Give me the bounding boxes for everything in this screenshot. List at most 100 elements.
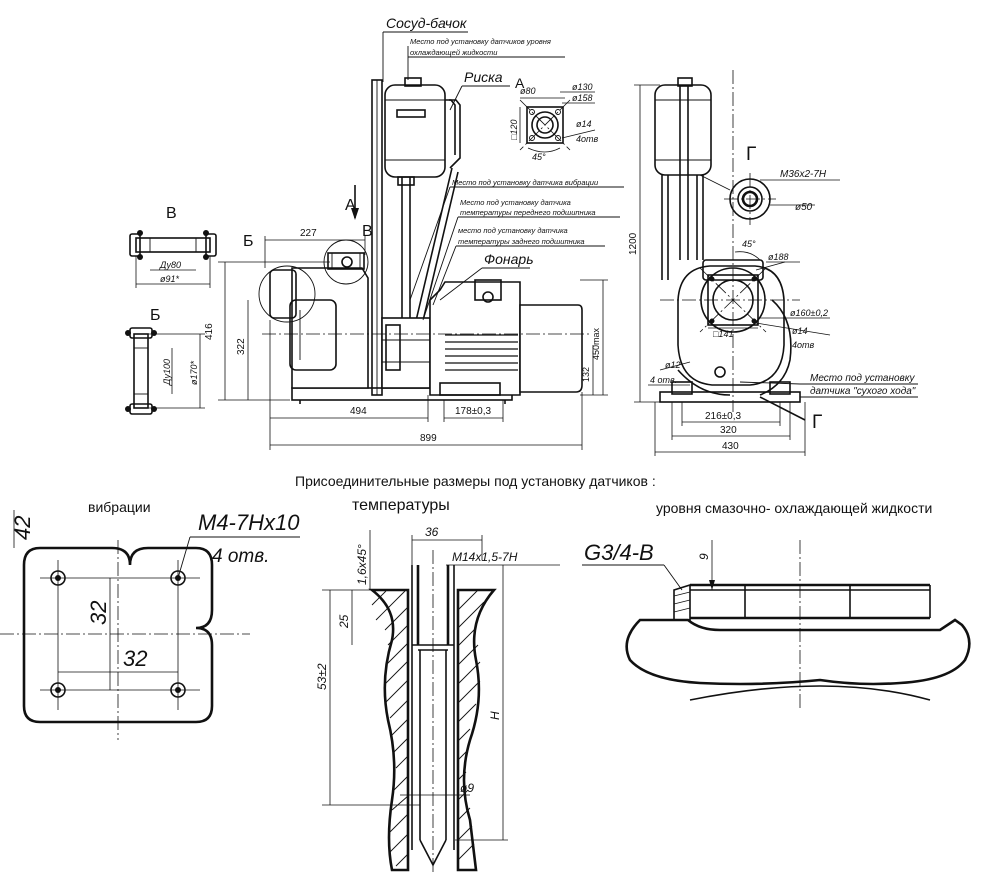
dim-4otv-front: 4 отв. (650, 375, 677, 385)
section-heading: Присоединительные размеры под установку … (295, 473, 656, 489)
arrow-a-label: А (345, 197, 356, 214)
label-lantern: Фонарь (484, 251, 534, 267)
dim-227: 227 (300, 228, 317, 239)
dim-vib-32-horizontal: 32 (123, 646, 147, 671)
dim-l-thread: G3/4-В (584, 540, 654, 565)
sub-level: уровня смазочно- охлаждающей жидкости (656, 500, 932, 516)
dim-l-9: 9 (697, 553, 711, 560)
v-flange-body (135, 237, 211, 253)
front-view-dimensions: 1200 216±0,3 320 430 ø12 4 отв. 45° ø188… (628, 84, 918, 456)
label-vibration-sensor: Место под установку датчика вибрации (452, 178, 599, 187)
label-rear-bearing-1: место под установку датчика (458, 226, 568, 235)
fan-cover (519, 304, 583, 393)
motor-body (429, 281, 521, 396)
dim-320: 320 (720, 425, 737, 436)
dim-t-H: Н (488, 711, 502, 720)
dim-t-53: 53±2 (315, 663, 329, 690)
dim-1200: 1200 (628, 232, 639, 255)
dim-b-du100: Ду100 (162, 359, 172, 386)
dim-vib-32-vertical: 32 (86, 601, 111, 625)
label-v-callout: В (362, 223, 373, 240)
dim-430: 430 (722, 441, 739, 452)
dim-v-du80: Ду80 (159, 260, 181, 270)
dim-a-45: 45° (532, 152, 546, 162)
callout-b-circle (258, 265, 316, 323)
label-view-b: Б (150, 307, 161, 324)
pump-side-view (262, 77, 592, 404)
vibration-pad (22, 546, 214, 724)
dim-494: 494 (350, 406, 367, 417)
dim-d12: ø12 (665, 360, 681, 370)
temperature-detail: температуры (315, 497, 560, 875)
label-tank-note-1: Место под установку датчиков уровня (410, 37, 551, 46)
dim-v-d91: ø91* (160, 274, 180, 284)
dim-132: 132 (581, 367, 591, 382)
dim-vib-thread: М4-7Нх10 (198, 510, 300, 535)
flange-square (526, 106, 564, 144)
terminal-box (474, 279, 502, 301)
vibration-detail: вибрации 32 32 42 М4-7Нх10 4 отв. (0, 499, 300, 740)
label-dry-run-2: датчика "сухого хода" (810, 386, 916, 397)
label-front-bearing-1: Место под установку датчика (460, 198, 571, 207)
pump-front-view (654, 70, 801, 412)
dim-r-4otv: 4отв (792, 340, 815, 350)
temp-body-left (368, 588, 410, 872)
temp-hatch (371, 589, 485, 867)
dim-vib-42: 42 (10, 516, 35, 540)
dim-r-d14: ø14 (792, 326, 808, 336)
dim-450max: 450max (591, 327, 601, 360)
dim-t-d9: ø9 (460, 781, 474, 795)
label-tank: Сосуд-бачок (386, 15, 468, 31)
label-view-v: В (166, 205, 177, 222)
view-a-flange: ø80 ø130 ø158 □120 ø14 4отв 45° (509, 82, 599, 162)
label-front-bearing-2: температуры переднего подшипника (460, 208, 596, 217)
side-view-labels: Сосуд-бачок Место под установку датчиков… (243, 15, 624, 323)
label-section-g: Г (812, 412, 822, 433)
dim-t-chamfer: 1,6х45° (355, 544, 369, 585)
b-flange-body (133, 333, 149, 409)
dim-a-d158: ø158 (572, 93, 593, 103)
label-tank-note-2: охлаждающей жидкости (410, 48, 498, 57)
dim-g-thread: М36х2-7Н (780, 169, 827, 180)
dim-b-d170: ø170* (189, 360, 199, 385)
dim-a-4otv: 4отв (576, 134, 599, 144)
view-g-detail: Г М36х2-7Н ø50 (699, 144, 840, 225)
dim-t-25: 25 (337, 614, 351, 629)
dim-r-45: 45° (742, 239, 756, 249)
label-mark: Риска (464, 69, 503, 85)
dim-t-36: 36 (425, 525, 439, 539)
dim-416: 416 (204, 323, 215, 340)
tank-body (384, 84, 446, 178)
label-dry-run-1: Место под установку (810, 373, 915, 384)
view-b-flange: Б Ду100 ø170* (125, 307, 205, 415)
dim-vib-4otv: 4 отв. (212, 546, 269, 567)
front-tank (654, 84, 712, 176)
dim-g-d50: ø50 (795, 202, 813, 213)
dim-t-thread: М14х1,5-7Н (452, 550, 518, 564)
dim-a-d80: ø80 (520, 86, 536, 96)
level-body (625, 618, 971, 686)
dim-r-d188: ø188 (768, 252, 789, 262)
label-b-callout: Б (243, 233, 254, 250)
discharge-flange (327, 252, 365, 270)
level-detail: уровня смазочно- охлаждающей жидкости G3… (582, 500, 971, 710)
level-fitting (673, 583, 691, 621)
suction-flange (269, 269, 297, 319)
dim-899: 899 (420, 433, 437, 444)
callout-v-circle (323, 239, 369, 285)
label-rear-bearing-2: температуры заднего подшипника (458, 237, 585, 246)
dim-r-141: □141 (713, 329, 733, 339)
label-view-a: А (515, 75, 525, 91)
dim-322: 322 (236, 338, 247, 355)
tank-window (396, 109, 426, 118)
lantern (381, 317, 431, 389)
side-view-dimensions: 227 416 322 494 178±0,3 899 450max 132 (204, 228, 608, 450)
dim-a-d130: ø130 (572, 82, 593, 92)
sub-temperature: температуры (352, 497, 450, 514)
dim-a-120: □120 (509, 120, 519, 140)
label-view-g: Г (746, 144, 756, 165)
view-v-flange: В Ду80 ø91* (129, 205, 217, 288)
dim-r-d160: ø160±0,2 (790, 308, 828, 318)
